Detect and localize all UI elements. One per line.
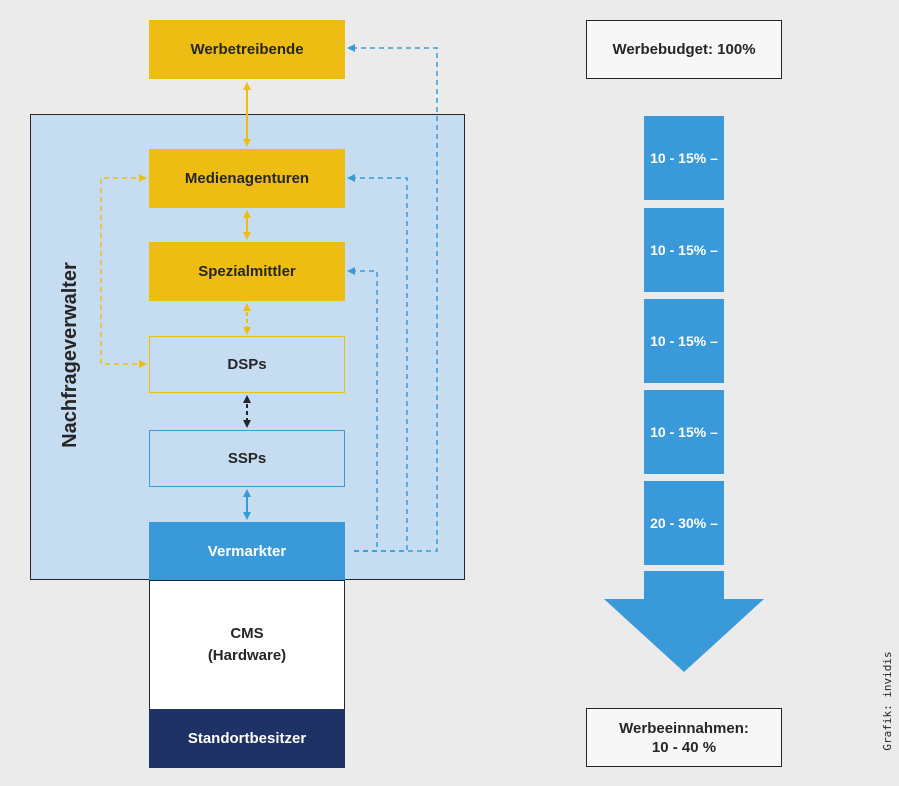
- budget-top-label: Werbebudget: 100%: [586, 20, 782, 79]
- node-dsps: DSPs: [149, 336, 345, 393]
- node-cms: CMS (Hardware): [149, 580, 345, 710]
- node-advertisers: Werbetreibende: [149, 20, 345, 79]
- budget-bottom-label: Werbeeinnahmen: 10 - 40 %: [586, 708, 782, 767]
- node-specialists: Spezialmittler: [149, 242, 345, 301]
- budget-segment: 20 - 30% –: [644, 481, 724, 565]
- budget-segment: 10 - 15% –: [644, 116, 724, 200]
- budget-segment: 10 - 15% –: [644, 390, 724, 474]
- arrow-marketer-specialists: [347, 267, 378, 552]
- credit-text: Grafik: invidis: [881, 651, 894, 751]
- arrow-marketer-advertisers: [347, 44, 438, 552]
- arrow-marketer-agencies: [347, 174, 408, 552]
- budget-segment: 10 - 15% –: [644, 299, 724, 383]
- budget-arrow-head: [604, 571, 764, 672]
- budget-segment: 10 - 15% –: [644, 208, 724, 292]
- node-site-owner: Standortbesitzer: [149, 709, 345, 768]
- node-marketer: Vermarkter: [149, 522, 345, 581]
- node-ssps: SSPs: [149, 430, 345, 487]
- arrow-agencies-dsps-loop: [100, 174, 147, 368]
- node-media-agencies: Medienagenturen: [149, 149, 345, 208]
